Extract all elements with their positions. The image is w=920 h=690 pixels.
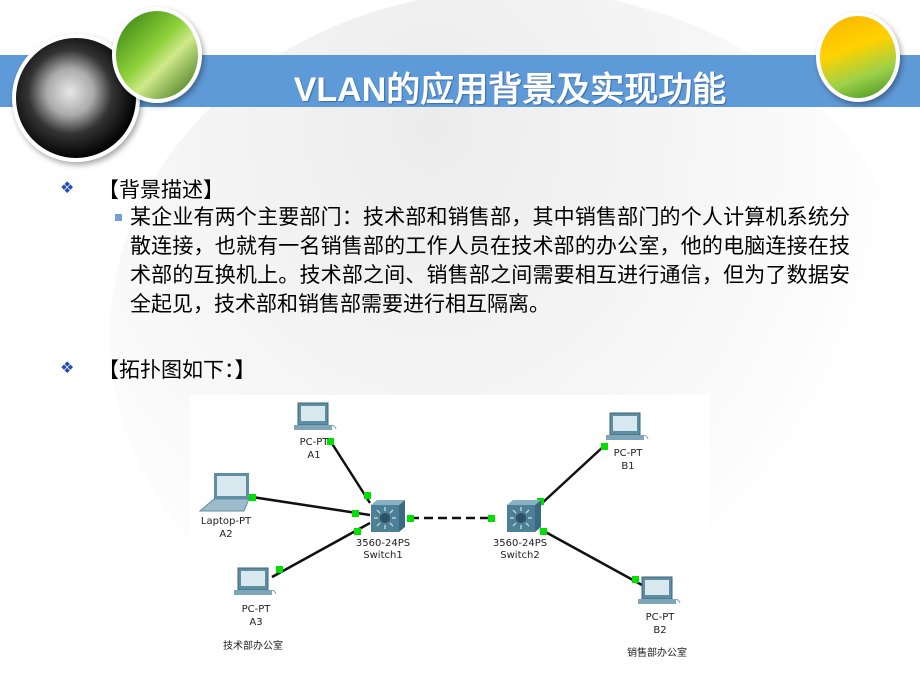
diamond-bullet-icon: ❖ [60, 358, 75, 377]
topology-diagram: PC-PT A1 Laptop-PT A2 PC-PT A3 PC-PT B1 … [190, 395, 710, 665]
a3-name: A3 [249, 617, 262, 628]
pc-a3-icon[interactable] [233, 567, 277, 596]
bullet-topology: 【拓扑图如下：】 [98, 358, 256, 382]
diamond-bullet-icon: ❖ [60, 178, 75, 197]
pc-b2-icon[interactable] [637, 576, 681, 605]
switch1-icon[interactable] [370, 499, 406, 533]
a2-type: Laptop-PT [201, 516, 252, 527]
leaf-photo [112, 7, 202, 103]
pc-b1-icon[interactable] [605, 412, 649, 441]
switch2-type: 3560-24PS [493, 538, 547, 549]
b1-name: B1 [621, 461, 634, 472]
switch2-name: Switch2 [500, 550, 539, 561]
links [251, 441, 643, 587]
laptop-a2-icon[interactable] [198, 473, 250, 512]
b2-type: PC-PT [646, 612, 676, 623]
switch1-name: Switch1 [363, 550, 402, 561]
b1-type: PC-PT [614, 448, 644, 459]
sales-office-label: 销售部办公室 [627, 646, 687, 659]
switch1-type: 3560-24PS [356, 538, 410, 549]
pc-a1-icon[interactable] [293, 402, 337, 431]
background-description: 某企业有两个主要部门：技术部和销售部，其中销售部门的个人计算机系统分散连接，也就… [130, 205, 850, 316]
bullet-background: 【背景描述】 [98, 178, 224, 202]
slide-title: VLAN的应用背景及实现功能 [293, 71, 727, 109]
a1-type: PC-PT [300, 437, 330, 448]
tulip-photo [816, 12, 900, 102]
tech-office-label: 技术部办公室 [223, 639, 283, 652]
square-bullet-icon [115, 214, 122, 221]
b2-name: B2 [653, 625, 666, 636]
a2-name: A2 [219, 529, 232, 540]
a3-type: PC-PT [242, 604, 272, 615]
a1-name: A1 [307, 450, 320, 461]
switch2-icon[interactable] [506, 499, 542, 533]
